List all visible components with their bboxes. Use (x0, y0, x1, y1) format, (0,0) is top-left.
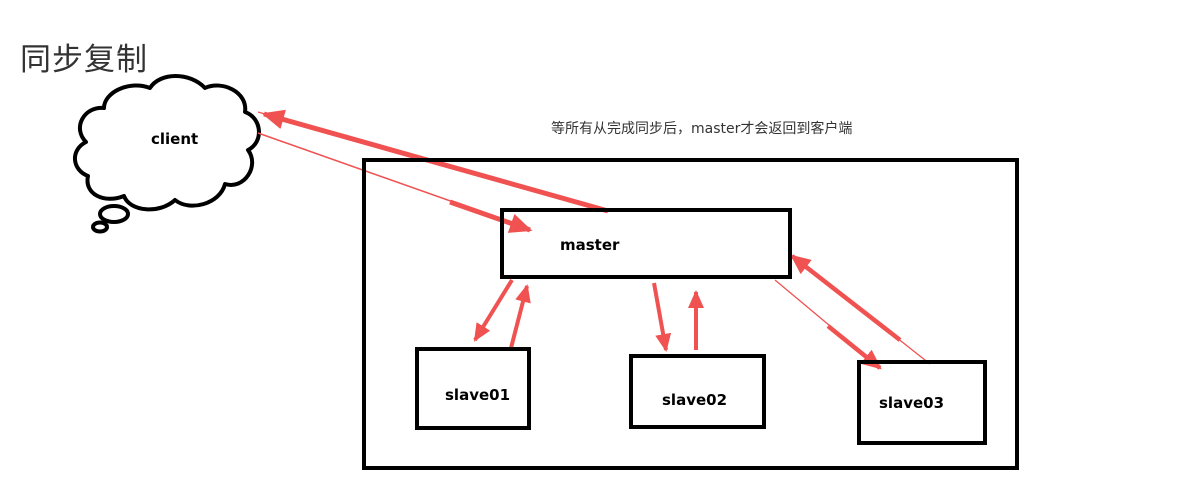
cluster-container (362, 158, 1019, 470)
client-cloud (73, 74, 261, 234)
arrow-slave03-to-master-head (790, 254, 902, 342)
arrows (257, 109, 931, 370)
slave03-node (857, 360, 987, 445)
arrow-client-to-master-head (449, 199, 533, 233)
page-title: 同步复制 (20, 42, 148, 78)
master-label: master (560, 236, 620, 254)
master-node (500, 208, 792, 279)
slave01-node (415, 347, 531, 430)
sync-note: 等所有从完成同步后，master才会返回到客户端 (551, 121, 853, 137)
arrow-master-to-slave02 (652, 282, 672, 352)
slave03-label: slave03 (879, 394, 945, 412)
slave02-label: slave02 (662, 391, 728, 409)
arrow-slave01-to-master (509, 284, 531, 349)
slave02-node (629, 354, 766, 429)
arrow-master-to-slave01 (473, 278, 514, 342)
slave01-label: slave01 (445, 386, 511, 404)
client-label: client (151, 130, 199, 148)
